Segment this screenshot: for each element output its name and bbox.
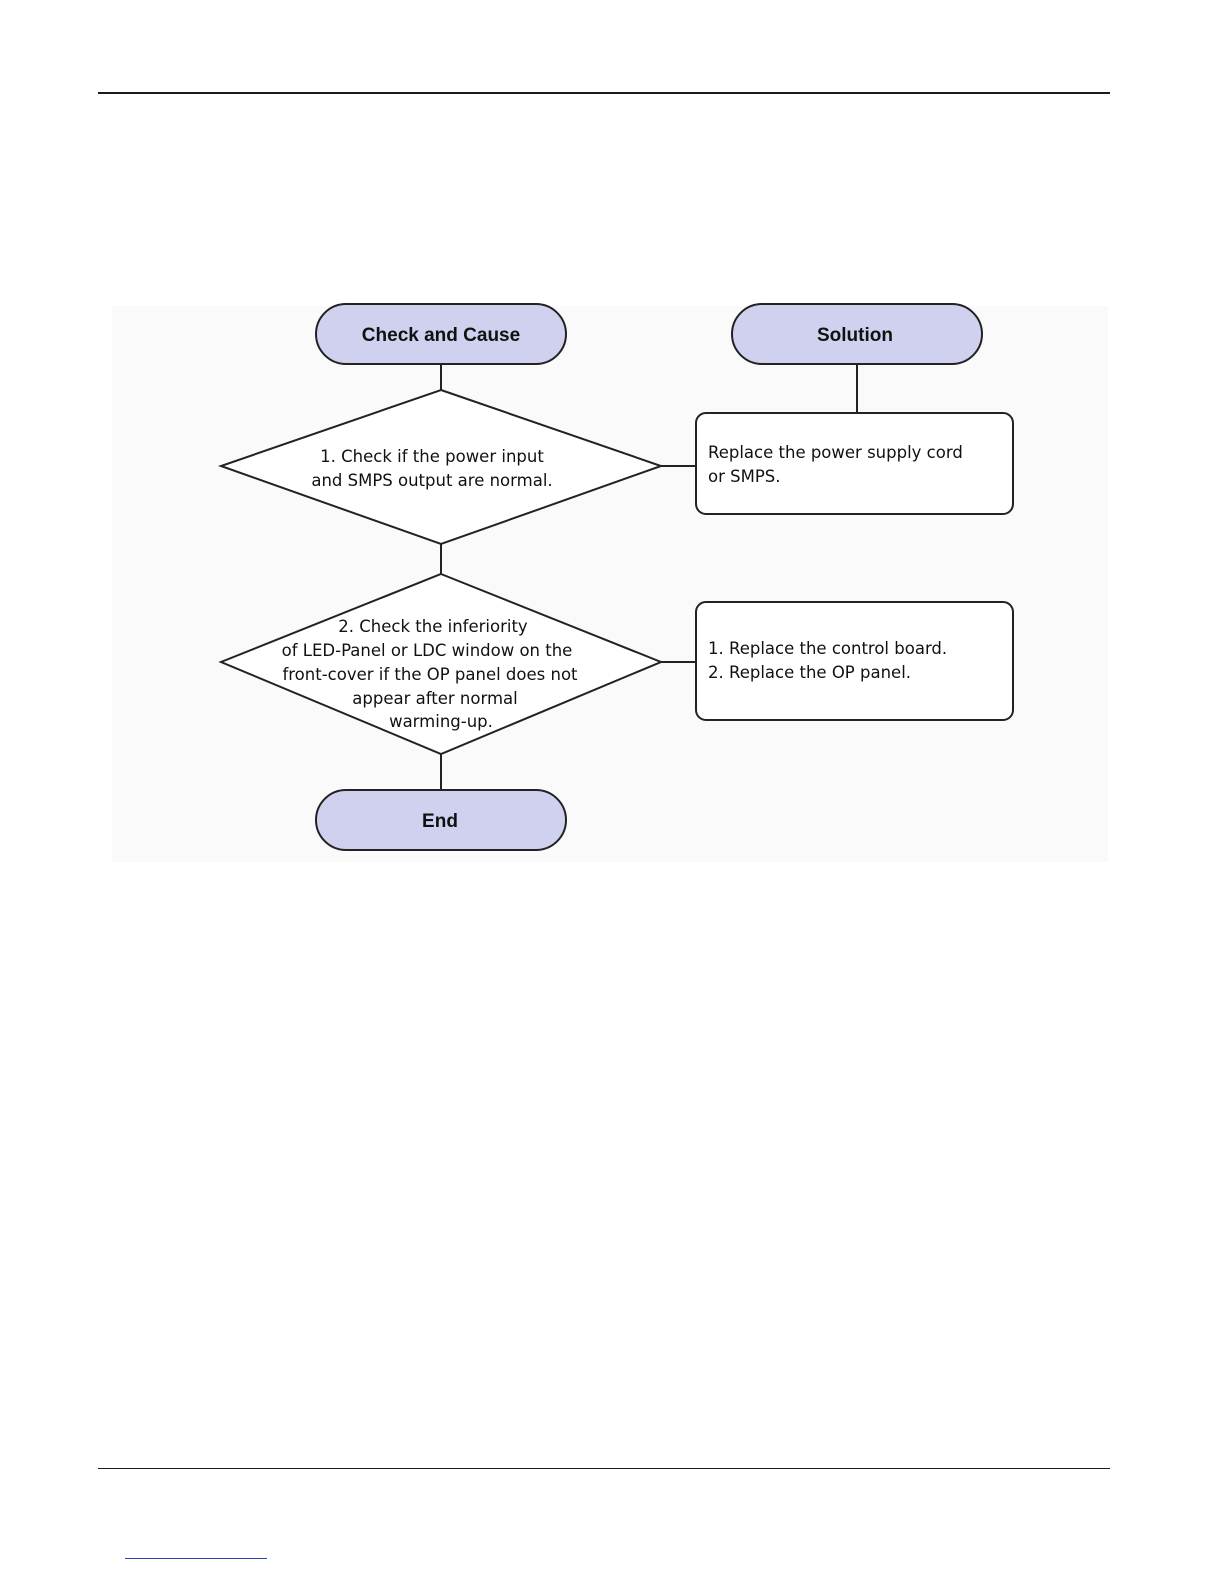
check-step-2-line-2: of LED-Panel or LDC window on the (282, 641, 573, 660)
solution-header-label: Solution (817, 325, 893, 346)
solution-step-2-line-1: 1. Replace the control board. (708, 639, 947, 658)
solution-step-2-line-2: 2. Replace the OP panel. (708, 663, 911, 682)
check-step-1-line-2: and SMPS output are normal. (311, 471, 552, 490)
footer-rule (98, 1468, 1110, 1469)
check-step-2-line-5: warming-up. (389, 712, 493, 731)
solution-step-1-line-1: Replace the power supply cord (708, 443, 963, 462)
check-step-2-line-3: front-cover if the OP panel does not (282, 665, 578, 684)
check-header-label: Check and Cause (362, 325, 520, 346)
solution-step-2-box: 1. Replace the control board. 2. Replace… (695, 601, 1014, 721)
check-step-2-line-1: 2. Check the inferiority (338, 617, 528, 636)
end-label: End (422, 811, 458, 832)
solution-step-1-line-2: or SMPS. (708, 467, 781, 486)
diagram-background (112, 306, 1108, 862)
check-step-2-line-4: appear after normal (352, 689, 517, 708)
end-terminal: End (315, 789, 567, 851)
footer-link-underline[interactable] (125, 1558, 267, 1559)
check-header-terminal: Check and Cause (315, 303, 567, 365)
check-step-1-line-1: 1. Check if the power input (320, 447, 544, 466)
header-rule (98, 92, 1110, 94)
check-step-1-diamond: 1. Check if the power input and SMPS out… (217, 388, 665, 546)
solution-step-1-box: Replace the power supply cord or SMPS. (695, 412, 1014, 515)
check-step-2-diamond: 2. Check the inferiority of LED-Panel or… (218, 572, 664, 756)
connectors (440, 364, 858, 790)
solution-header-terminal: Solution (731, 303, 983, 365)
